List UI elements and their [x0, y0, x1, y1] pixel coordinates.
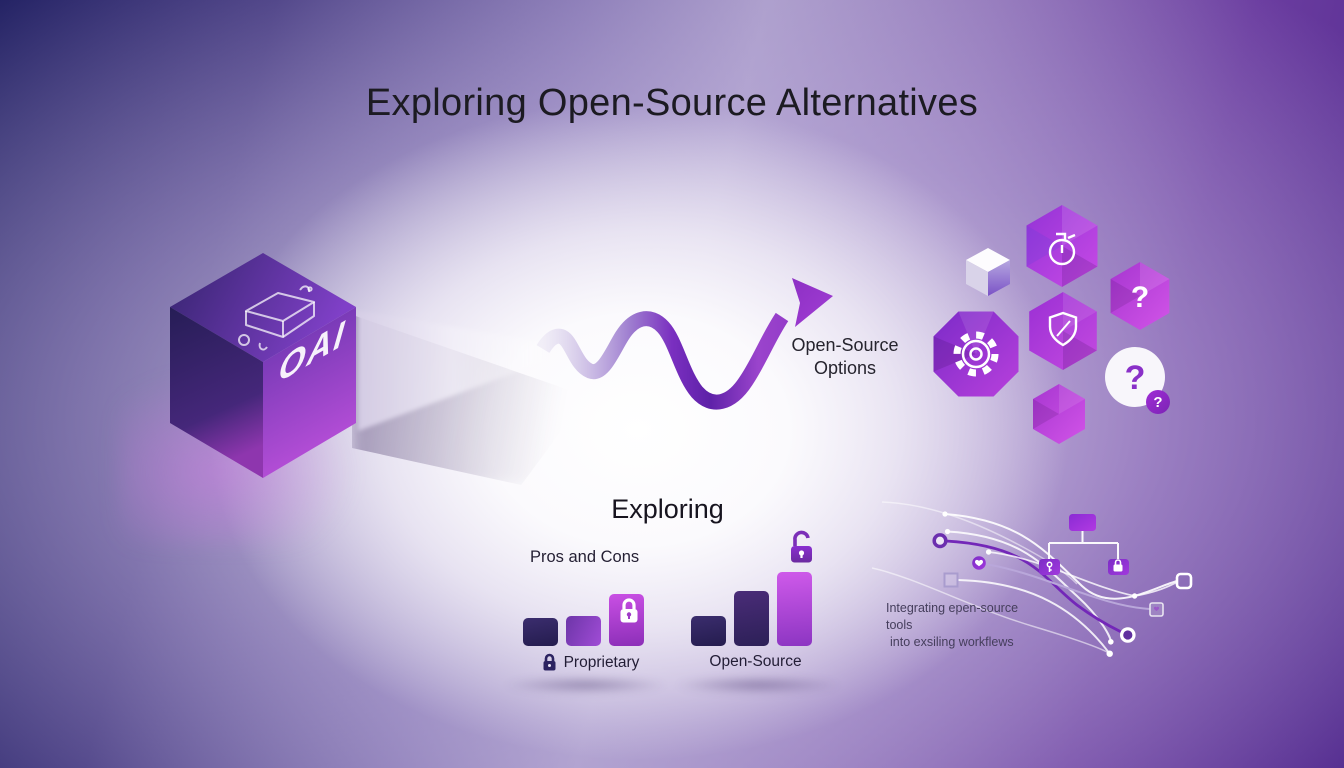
hexagon-cluster: ? ? ? [933, 205, 1170, 444]
question-circle: ? ? [1105, 347, 1170, 414]
dot-node [1108, 639, 1114, 645]
group-shadow [503, 676, 668, 694]
section-title: Exploring [611, 494, 724, 524]
bar-group-open-source [691, 566, 812, 646]
shield-pen-icon [1048, 311, 1078, 347]
heart-icon [975, 559, 983, 567]
hexagon-question: ? [1110, 262, 1170, 330]
heart-icon [1153, 606, 1160, 611]
pros-cons-label: Pros and Cons [530, 548, 640, 566]
page-title: Exploring Open-Source Alternatives [365, 82, 979, 125]
group-label-open-source: Open-Source [698, 653, 813, 671]
dot-node [942, 511, 948, 517]
heart-badge [972, 556, 986, 570]
bar-group-proprietary [523, 566, 644, 646]
group-label-text: Open-Source [709, 653, 802, 670]
bar-open-source-3 [777, 572, 812, 646]
bar-open-source-1 [691, 616, 726, 646]
tree-diagram [1039, 514, 1129, 575]
hexagon-blank [1033, 384, 1085, 444]
question-mark: ? [1153, 394, 1162, 411]
ring-node [1120, 627, 1136, 643]
dot-node [1106, 650, 1113, 657]
arrow-label: Open-Source Options [775, 334, 915, 379]
hexagon-gear [933, 311, 1019, 397]
group-label-proprietary: Proprietary [520, 653, 660, 673]
tree-root-node [1069, 514, 1096, 531]
light-beam [358, 311, 546, 431]
arrow-label-line1: Open-Source [791, 335, 899, 355]
cube-left-face [170, 307, 263, 478]
arrowhead-icon [792, 278, 833, 327]
bar-proprietary-1 [523, 618, 558, 646]
question-mark: ? [1131, 281, 1149, 314]
key-icon [1046, 561, 1053, 572]
proprietary-cube [170, 253, 356, 478]
wavy-arrow [536, 278, 833, 410]
closed-lock-icon [620, 598, 638, 623]
flask-icon [1048, 232, 1076, 266]
workflow-caption: Integrating epen-source tools into exsil… [886, 600, 1046, 651]
square-node [1175, 572, 1193, 590]
cube-top-face [170, 253, 356, 362]
cube-right-face [263, 307, 356, 478]
workflow-diagram [872, 501, 1193, 657]
workflow-caption-line2: into exsiling workflews [890, 634, 1014, 649]
workflow-caption-line1: Integrating epen-source tools [886, 601, 1019, 632]
cube-icon [966, 248, 1010, 296]
hexagon-flask [1026, 205, 1098, 287]
arrow-label-line2: Options [813, 357, 877, 378]
gear-icon [953, 331, 999, 377]
hexagon-shield [1029, 292, 1097, 370]
question-mark: ? [1125, 359, 1146, 397]
group-shadow [674, 676, 842, 694]
small-square-node [1149, 602, 1164, 617]
lock-icon [1113, 559, 1123, 572]
group-label-text: Proprietary [563, 654, 640, 671]
dot-node [985, 549, 992, 555]
isometric-box-sketch-icon [238, 285, 315, 351]
square-node [943, 572, 959, 588]
question-badge [1146, 390, 1170, 414]
closed-lock-icon [543, 653, 556, 671]
dot-node [1131, 593, 1138, 599]
dot-node [944, 528, 951, 535]
ring-node [932, 533, 948, 549]
bar-proprietary-2 [566, 616, 601, 646]
bar-open-source-2 [734, 591, 769, 646]
open-lock-icon [791, 530, 812, 563]
